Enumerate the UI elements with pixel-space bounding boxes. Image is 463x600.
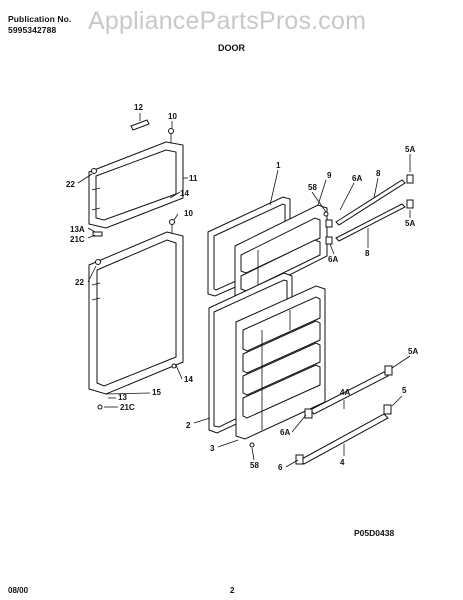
hardware-58-upper [323, 211, 329, 217]
callout-6a-lower: 6A [280, 428, 290, 437]
callout-8-upper: 8 [376, 169, 381, 178]
screw-10-top [168, 128, 174, 143]
hardware-58-lower [249, 442, 255, 448]
freezer-gasket-frame [88, 141, 184, 229]
callout-3: 3 [210, 444, 215, 453]
callout-5a-top: 5A [405, 145, 415, 154]
callout-10: 10 [168, 112, 177, 121]
figure-id: P05D0438 [354, 528, 395, 538]
callout-13: 13 [118, 393, 127, 402]
callout-6: 6 [278, 463, 283, 472]
callout-1: 1 [276, 161, 281, 170]
end-caps-upper [325, 174, 414, 245]
fresh-food-gasket-frame [88, 231, 184, 395]
screw-10-middle [169, 219, 175, 233]
footer-page-number: 2 [230, 586, 235, 595]
callout-21c: 21C [70, 235, 85, 244]
hardware-14-lower [171, 363, 177, 369]
callout-14: 14 [180, 189, 189, 198]
publication-label: Publication No. [8, 14, 72, 24]
callout-15: 15 [152, 388, 161, 397]
callout-11: 11 [189, 174, 198, 183]
hardware-22-lower [95, 259, 101, 265]
watermark: AppliancePartsPros.com [88, 7, 367, 35]
callout-13a: 13A [70, 225, 85, 234]
callout-5a-lower: 5A [408, 347, 418, 356]
handle-4a [304, 365, 393, 419]
callout-5: 5 [402, 386, 407, 395]
trim-bar-8-upper [335, 179, 406, 226]
callout-22-lower: 22 [75, 278, 84, 287]
callout-14-lower: 14 [184, 375, 193, 384]
freezer-door-liner [234, 204, 328, 299]
callout-8-lower: 8 [365, 249, 370, 258]
callout-4a: 4A [340, 388, 350, 397]
callout-10-middle: 10 [184, 209, 193, 218]
section-title: DOOR [218, 43, 245, 53]
callout-6a-middle: 6A [328, 255, 338, 264]
footer-date: 08/00 [8, 586, 29, 595]
hardware-21c-lower [97, 404, 103, 410]
part-12-bracket [130, 119, 150, 131]
callout-4: 4 [340, 458, 345, 467]
callout-6a-upper: 6A [352, 174, 362, 183]
callout-58-upper: 58 [308, 183, 317, 192]
callout-21c-lower: 21C [120, 403, 135, 412]
callout-22: 22 [66, 180, 75, 189]
callout-2: 2 [186, 421, 191, 430]
publication-number: 5995342788 [8, 25, 57, 35]
callout-58-lower: 58 [250, 461, 259, 470]
callout-9: 9 [327, 171, 332, 180]
callout-5a-second: 5A [405, 219, 415, 228]
leader-lines [77, 113, 411, 468]
callout-12: 12 [134, 103, 143, 112]
handle-4 [295, 404, 392, 465]
callout-labels: 12 10 11 22 14 13A 21C 10 22 14 15 13 21… [66, 103, 418, 472]
trim-bar-8-lower [335, 203, 406, 242]
hardware-21c-top [92, 231, 103, 237]
hardware-22-top [91, 168, 97, 174]
